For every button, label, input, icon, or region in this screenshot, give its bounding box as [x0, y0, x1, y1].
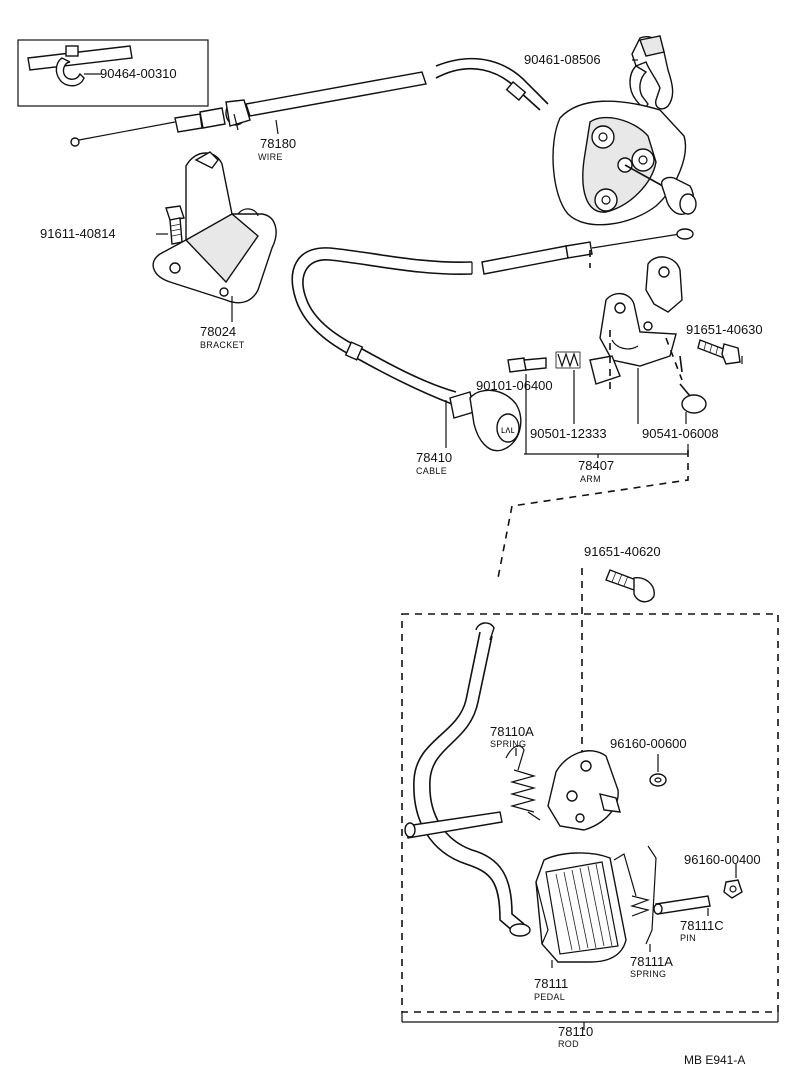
nut-96160-00400	[723, 879, 743, 899]
connector-dash	[497, 450, 689, 579]
label-cable-sub: CABLE	[416, 466, 447, 476]
knob-arm	[679, 355, 707, 414]
pedal-78111	[535, 852, 627, 963]
label-wire-sub: WIRE	[258, 152, 283, 162]
label-diagram-code: MB E941-A	[684, 1053, 745, 1067]
label-bolt-mid: 91651-40620	[584, 544, 661, 559]
label-arm-sub: ARM	[580, 474, 601, 484]
label-spring-arm: 90501-12333	[530, 426, 607, 441]
arm-78407	[589, 256, 683, 390]
label-bolt-right: 91651-40630	[686, 322, 763, 337]
spring-78111a	[613, 845, 657, 945]
label-nut-1: 96160-00600	[610, 736, 687, 751]
clip-inset	[17, 39, 209, 107]
bracket-78024	[152, 151, 277, 304]
label-nut-2: 96160-00400	[684, 852, 761, 867]
label-bracket: 78024	[200, 324, 236, 339]
bolt-right	[697, 339, 741, 365]
label-pin-arm: 90101-06400	[476, 378, 553, 393]
label-knob-arm: 90541-06008	[642, 426, 719, 441]
wire-78180	[70, 57, 549, 147]
label-spring-a: 78110A	[490, 724, 534, 739]
rod-78110	[404, 622, 531, 937]
label-wire: 78180	[260, 136, 296, 151]
rod-assembly-box	[401, 613, 779, 1013]
pedal-bracket	[547, 750, 621, 831]
bolt-mid	[605, 569, 655, 603]
spring-arm	[555, 351, 581, 369]
cable-78410: ʟʌʟ	[291, 247, 522, 452]
label-pin-sub: PIN	[680, 933, 696, 943]
label-spring-b-sub: SPRING	[630, 969, 666, 979]
bolt-left	[165, 205, 185, 245]
label-bolt-left: 91611-40814	[40, 226, 116, 241]
label-pin: 78111C	[680, 918, 724, 933]
label-cable: 78410	[416, 450, 452, 465]
label-arm: 78407	[578, 458, 614, 473]
label-clip-right: 90461-08506	[524, 52, 601, 67]
label-spring-b: 78111A	[630, 954, 673, 969]
pin-78111c	[653, 895, 711, 915]
label-pedal-sub: PEDAL	[534, 992, 565, 1002]
link-plate	[552, 100, 697, 226]
label-spring-a-sub: SPRING	[490, 739, 526, 749]
nut-96160-00600	[649, 773, 667, 787]
spring-78110a	[505, 745, 541, 821]
pin-arm	[507, 357, 547, 373]
svg-text:ʟʌʟ: ʟʌʟ	[501, 425, 515, 436]
leader-lines	[96, 59, 779, 1030]
clip-90461	[629, 35, 674, 112]
label-rod: 78110	[558, 1024, 593, 1039]
label-rod-sub: ROD	[558, 1039, 579, 1049]
lower-wire	[481, 228, 694, 275]
label-bracket-sub: BRACKET	[200, 340, 245, 350]
label-clip-top: 90464-00310	[100, 66, 177, 81]
label-pedal: 78111	[534, 976, 568, 991]
